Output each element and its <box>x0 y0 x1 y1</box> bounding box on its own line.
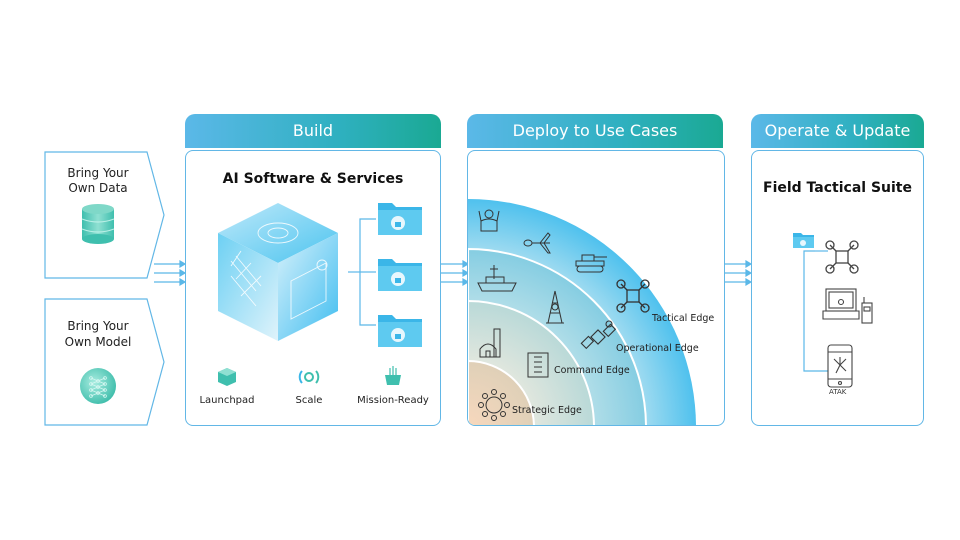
ring-label-strategic-edge: Strategic Edge <box>512 405 582 416</box>
satellite-icon <box>580 320 616 350</box>
operate-header: Operate & Update <box>751 114 924 148</box>
warship-icon <box>477 265 517 292</box>
smartphone-icon <box>827 344 853 388</box>
operate-title: Field Tactical Suite <box>763 180 912 196</box>
neural-network-icon <box>80 368 116 404</box>
input-title-line1: Bring Your <box>67 166 129 180</box>
tank-icon <box>575 254 607 273</box>
input-title-line2: Own Model <box>64 335 132 349</box>
operate-panel: Field Tactical Suite ATAK <box>751 150 924 426</box>
database-icon <box>81 204 115 244</box>
input-bring-your-own-model: Bring Your Own Model <box>44 298 166 426</box>
ring-label-operational-edge: Operational Edge <box>616 343 699 354</box>
build-title: AI Software & Services <box>222 171 404 187</box>
drone-plane-icon <box>523 232 551 254</box>
scale-cycle-icon <box>298 370 320 384</box>
ring-label-tactical-edge: Tactical Edge <box>652 313 715 324</box>
laptop-radio-icon <box>822 288 873 324</box>
locked-folder-icon <box>378 315 422 347</box>
build-panel: AI Software & Services <box>185 150 441 426</box>
deploy-header: Deploy to Use Cases <box>467 114 723 148</box>
chevron-shape <box>44 298 165 426</box>
arrows-to-operate <box>725 259 753 287</box>
feature-scale: Scale <box>295 395 323 406</box>
network-hub-icon <box>478 389 510 421</box>
folder-icon <box>793 233 814 248</box>
edge-rings <box>468 199 696 425</box>
quadcopter-icon <box>616 279 650 313</box>
ring-label-command-edge: Command Edge <box>554 365 630 376</box>
locked-folder-icon <box>378 259 422 291</box>
input-bring-your-own-data: Bring Your Own Data <box>44 151 166 279</box>
cube-icon <box>218 368 236 386</box>
arrows-to-build <box>154 259 186 287</box>
mission-ready-icon <box>385 366 401 385</box>
connector-lines <box>348 218 376 326</box>
feature-mission-ready: Mission-Ready <box>357 395 429 406</box>
locked-folder-icon <box>378 203 422 235</box>
input-title-line1: Bring Your <box>67 319 129 333</box>
radio-tower-icon <box>546 290 564 324</box>
feature-launchpad: Launchpad <box>199 395 255 406</box>
arrows-to-deploy <box>441 259 469 287</box>
office-building-icon <box>527 352 549 378</box>
base-building-icon <box>479 328 501 358</box>
build-header: Build <box>185 114 441 148</box>
device-label-atak: ATAK <box>829 388 847 396</box>
ring-strategic <box>468 359 535 425</box>
device-connector-line <box>803 250 828 372</box>
soldier-icon <box>478 209 500 232</box>
deploy-panel: Tactical Edge Operational Edge Command E… <box>467 150 725 426</box>
quadcopter-icon <box>825 240 859 274</box>
input-title-line2: Own Data <box>68 181 128 195</box>
ai-cube-icon <box>218 203 338 341</box>
